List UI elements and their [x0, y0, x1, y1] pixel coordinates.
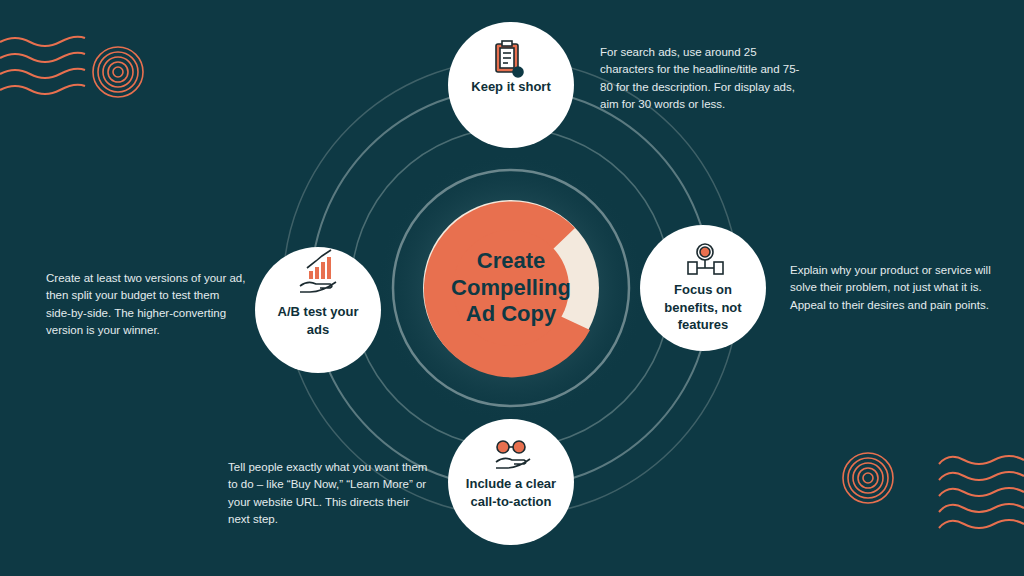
- topic-circle: A/B test your adsCreate at least two ver…: [255, 247, 381, 373]
- coins-hand-icon: [496, 441, 530, 468]
- clipboard-icon: [496, 41, 523, 77]
- topic-circle: Keep it shortFor search ads, use around …: [448, 22, 574, 148]
- topic-heading: Keep it short: [463, 78, 559, 96]
- center-title: Create Compelling Ad Copy: [436, 248, 586, 328]
- topic-heading: Include a clear call-to-action: [463, 475, 559, 510]
- chart-hand-icon: [300, 250, 336, 292]
- topic-description: For search ads, use around 25 characters…: [600, 44, 805, 113]
- topic-description: Create at least two versions of your ad,…: [46, 270, 246, 339]
- center-glow: [376, 153, 646, 423]
- topic-description: Tell people exactly what you want them t…: [228, 459, 434, 528]
- center-badge: [423, 200, 599, 377]
- center-circle: Create Compelling Ad Copy: [423, 200, 599, 376]
- gear-flow-icon: [688, 244, 723, 274]
- topic-heading: A/B test your ads: [270, 303, 366, 338]
- topic-circle: Include a clear call-to-actionTell peopl…: [448, 419, 574, 545]
- topic-description: Explain why your product or service will…: [790, 262, 992, 314]
- topic-heading: Focus on benefits, not features: [655, 281, 751, 334]
- topic-circle: Focus on benefits, not featuresExplain w…: [640, 225, 766, 351]
